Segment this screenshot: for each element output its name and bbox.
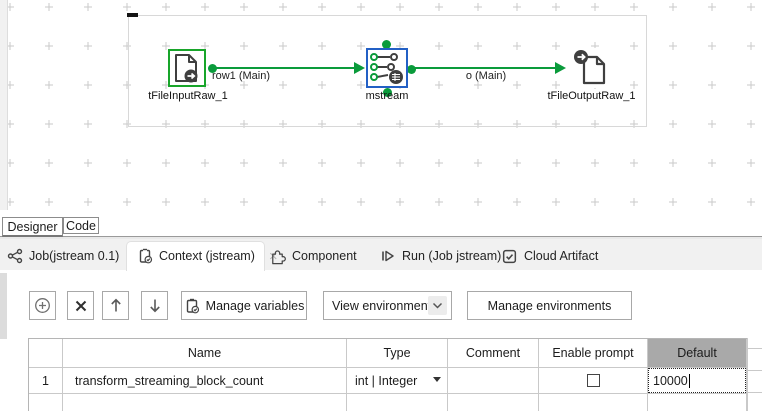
- context-icon: [139, 248, 153, 264]
- manage-variables-button[interactable]: Manage variables: [181, 291, 307, 320]
- context-variables-table: Name Type Comment Enable prompt Default …: [28, 338, 747, 411]
- table-overflow-vline: [747, 338, 748, 411]
- header-default[interactable]: Default: [648, 339, 747, 368]
- empty-cell[interactable]: [29, 394, 63, 411]
- subjob-collapse-handle[interactable]: [127, 13, 138, 17]
- tab-cloud-artifact[interactable]: Cloud Artifact: [501, 246, 598, 266]
- tab-run[interactable]: Run (Job jstream): [380, 246, 501, 266]
- tab-run-label: Run (Job jstream): [402, 249, 502, 263]
- canvas-grid[interactable]: [0, 0, 762, 218]
- component-icon: [272, 249, 286, 264]
- component-label-input[interactable]: tFileInputRaw_1: [148, 90, 228, 102]
- delete-variable-button[interactable]: [67, 291, 94, 320]
- default-value-editor[interactable]: 10000: [648, 368, 746, 393]
- type-cell[interactable]: int | Integer: [347, 368, 448, 394]
- name-cell[interactable]: transform_streaming_block_count: [63, 368, 347, 394]
- connection-row1[interactable]: [214, 67, 356, 69]
- connection-o-label[interactable]: o (Main): [465, 70, 507, 82]
- panel-left-strip: [0, 273, 7, 339]
- move-up-button[interactable]: [102, 291, 129, 320]
- view-environments-value: View environments: [332, 298, 438, 313]
- move-down-button[interactable]: [141, 291, 168, 320]
- connection-o-arrowhead: [555, 62, 566, 74]
- arrow-down-icon: [149, 299, 160, 313]
- tab-designer[interactable]: Designer: [2, 217, 63, 237]
- manage-environments-button[interactable]: Manage environments: [467, 291, 632, 320]
- arrow-up-icon: [110, 298, 121, 312]
- x-icon: [75, 300, 86, 311]
- header-type[interactable]: Type: [347, 339, 448, 368]
- file-input-icon: [175, 54, 198, 83]
- tab-job[interactable]: Job(jstream 0.1): [7, 246, 119, 266]
- default-value: 10000: [653, 373, 688, 388]
- add-variable-button[interactable]: [29, 291, 56, 320]
- empty-cell[interactable]: [347, 394, 448, 411]
- component-label-output[interactable]: tFileOutputRaw_1: [547, 90, 636, 102]
- text-cursor: [688, 373, 690, 388]
- clipboard-check-icon: [186, 298, 199, 313]
- component-tfileoutputraw[interactable]: [571, 48, 611, 88]
- tab-component[interactable]: Component: [269, 246, 357, 266]
- tab-designer-label: Designer: [7, 219, 58, 234]
- header-name[interactable]: Name: [63, 339, 347, 368]
- output-anchor-dot[interactable]: [407, 65, 416, 74]
- table-overflow-hline: [748, 348, 762, 349]
- header-comment[interactable]: Comment: [448, 339, 539, 368]
- tab-code[interactable]: Code: [63, 217, 99, 234]
- table-row: 1 transform_streaming_block_count int | …: [29, 368, 747, 394]
- output-anchor-dot-bottom[interactable]: [383, 88, 392, 97]
- enable-prompt-cell: [539, 368, 648, 394]
- run-icon: [382, 250, 394, 262]
- tab-context-label: Context (jstream): [159, 249, 255, 263]
- connection-row1-arrowhead: [354, 62, 365, 74]
- header-row-number[interactable]: [29, 339, 63, 368]
- job-icon: [7, 248, 23, 264]
- type-value: int | Integer: [355, 373, 418, 388]
- cloud-artifact-icon: [502, 249, 517, 263]
- tab-cloud-artifact-label: Cloud Artifact: [524, 249, 599, 263]
- connection-o[interactable]: [415, 67, 556, 69]
- editor-tab-shadow: [0, 237, 762, 239]
- empty-cell[interactable]: [648, 394, 747, 411]
- canvas-left-scrollbar[interactable]: [0, 0, 8, 210]
- manage-environments-label: Manage environments: [487, 298, 612, 313]
- empty-cell[interactable]: [63, 394, 347, 411]
- component-mstream[interactable]: [366, 48, 408, 88]
- view-environments-dropdown[interactable]: View environments: [323, 291, 452, 320]
- file-output-icon: [574, 50, 606, 85]
- component-label-mstream[interactable]: mstream: [365, 90, 409, 102]
- tab-code-label: Code: [66, 218, 96, 233]
- chevron-down-icon: [428, 296, 447, 315]
- table-overflow-hline: [748, 370, 762, 371]
- table-row-empty: [29, 394, 747, 411]
- table-header-row: Name Type Comment Enable prompt Default: [29, 339, 747, 368]
- tab-job-label: Job(jstream 0.1): [29, 249, 120, 263]
- empty-cell[interactable]: [539, 394, 648, 411]
- tab-component-label: Component: [292, 249, 357, 263]
- empty-cell[interactable]: [448, 394, 539, 411]
- header-enable-prompt[interactable]: Enable prompt: [539, 339, 648, 368]
- connection-row1-label[interactable]: row1 (Main): [211, 70, 271, 82]
- output-anchor-dot[interactable]: [208, 64, 217, 73]
- table-overflow-hline: [748, 392, 762, 393]
- default-cell[interactable]: 10000: [648, 368, 747, 394]
- editor-tab-divider: [0, 236, 762, 237]
- enable-prompt-checkbox[interactable]: [586, 374, 600, 387]
- circle-plus-icon: [35, 298, 50, 313]
- row-number-cell[interactable]: 1: [29, 368, 63, 394]
- type-dropdown-icon[interactable]: [433, 377, 441, 382]
- tab-context[interactable]: Context (jstream) ×: [137, 246, 278, 266]
- component-tfileinputraw[interactable]: [168, 49, 206, 87]
- manage-variables-label: Manage variables: [205, 298, 305, 313]
- stream-transform-icon: [370, 53, 403, 84]
- comment-cell[interactable]: [448, 368, 539, 394]
- subjob-outline[interactable]: [128, 15, 647, 127]
- input-anchor-dot-top[interactable]: [382, 40, 391, 49]
